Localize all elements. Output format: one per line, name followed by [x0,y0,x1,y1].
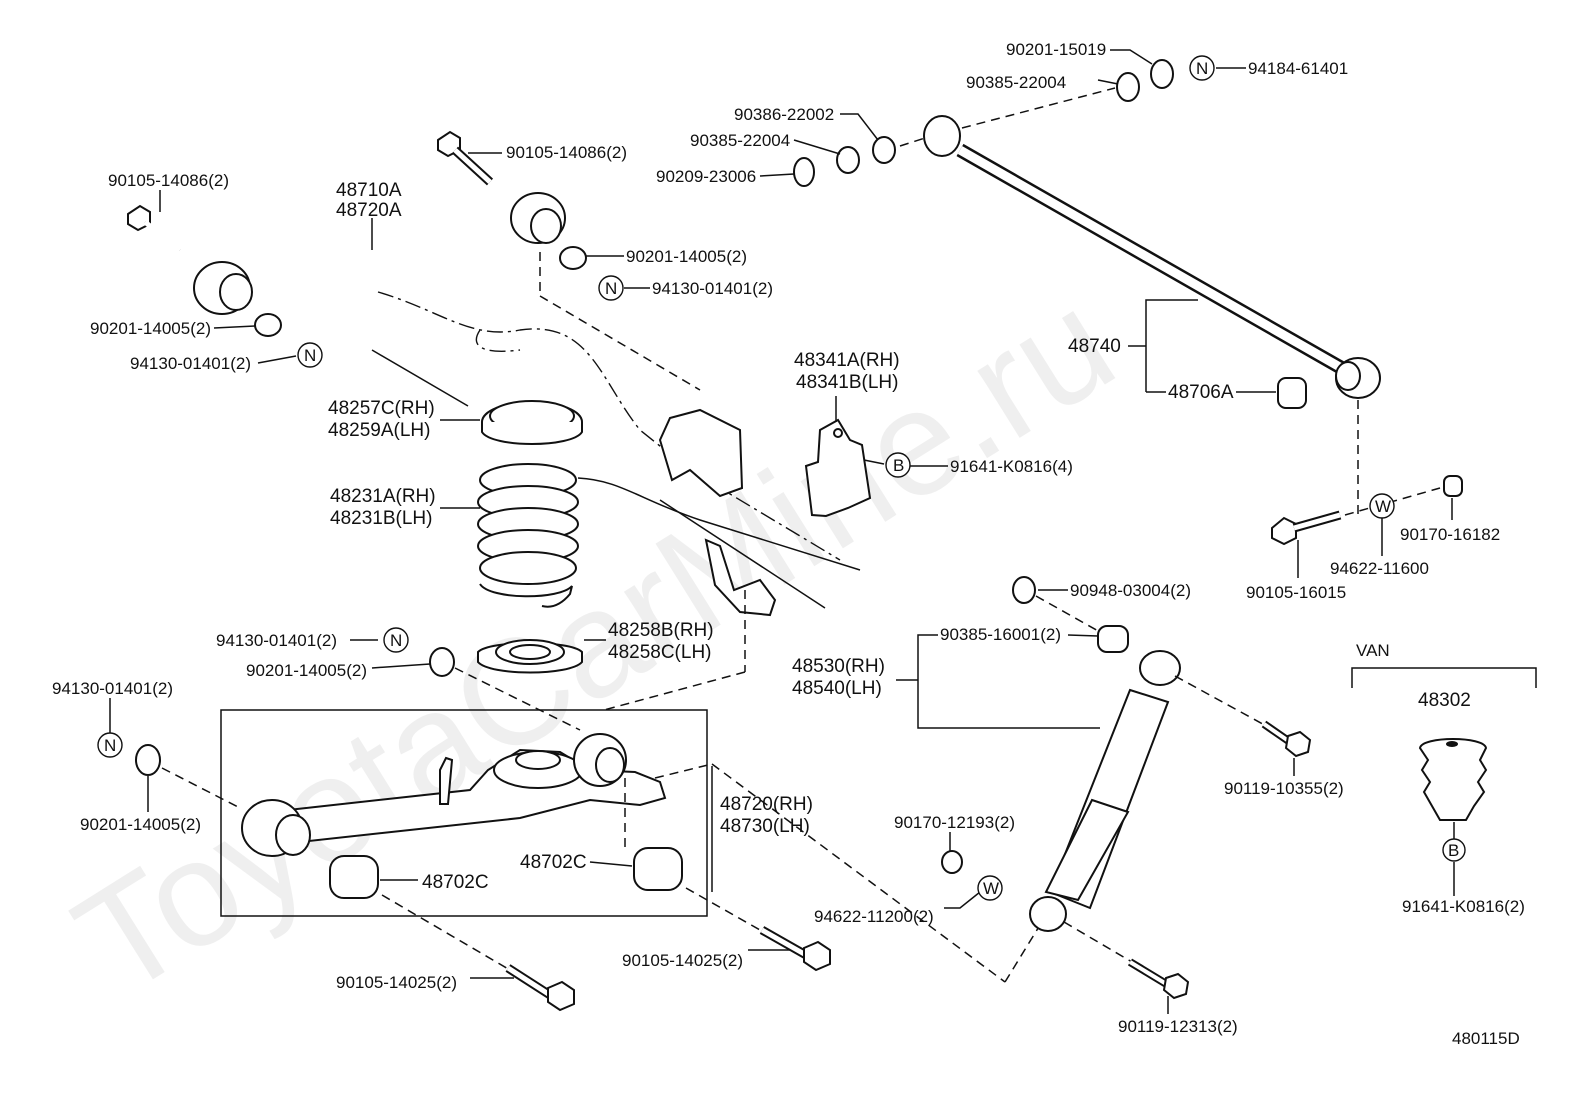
symbol-N-upper-right: N [605,279,617,298]
label-48702C-right: 48702C [520,852,587,873]
label-90385-22004-a: 90385-22004 [966,73,1066,92]
symbol-W-right: W [1375,497,1391,516]
leader-lines [109,49,1453,1014]
bolt-upper-left [127,204,182,252]
label-94622-11200: 94622-11200(2) [814,907,934,926]
bushing-90385-16001 [1097,625,1129,653]
bolt-90119-12313 [1127,958,1190,1000]
label-48302: 48302 [1418,690,1471,711]
washer-90948-03004 [1012,576,1036,604]
label-48259A: 48259A(LH) [328,420,430,441]
bolt-upper-right [437,130,494,186]
label-91641-K0816-2: 91641-K0816(2) [1402,897,1525,916]
label-90105-14025-right: 90105-14025(2) [622,951,743,970]
upper-spring-insulator [481,400,583,445]
label-94622-11600: 94622-11600 [1330,559,1429,578]
label-90201-14005-left: 90201-14005(2) [90,319,211,338]
coil-spring [477,463,579,608]
washer-lower-left [135,744,161,776]
lower-arm-frame [220,709,708,917]
label-90386-22002: 90386-22002 [734,105,834,124]
label-94130-01401-left: 94130-01401(2) [130,354,251,373]
bushing-90385-22004 [1116,72,1140,102]
bushing-48706A [1277,377,1307,409]
label-90119-12313: 90119-12313(2) [1118,1017,1238,1036]
label-48702C-left: 48702C [422,872,489,893]
bolt-90105-16015 [1271,510,1342,546]
label-48710A: 48710A [336,180,402,201]
diagram-code: 480115D [1452,1029,1520,1048]
label-94130-01401-lower-left: 94130-01401(2) [52,679,173,698]
label-48231B: 48231B(LH) [330,508,432,529]
label-48740: 48740 [1068,336,1121,357]
symbol-N-mid: N [390,631,402,650]
label-90948-03004: 90948-03004(2) [1070,581,1191,600]
label-91641-K0816-4: 91641-K0816(4) [950,457,1073,476]
label-90201-14005-right: 90201-14005(2) [626,247,747,266]
symbol-B-van: B [1448,841,1459,860]
label-90105-14086-top: 90105-14086(2) [506,143,627,162]
washer-upper-left [254,313,282,337]
label-48231A: 48231A(RH) [330,486,436,507]
label-90385-16001: 90385-16001(2) [940,625,1061,644]
lateral-control-rod [923,115,1381,399]
label-90105-14086-left: 90105-14086(2) [108,171,229,190]
label-90385-22004-b: 90385-22004 [690,131,790,150]
label-90201-14005-lower-left: 90201-14005(2) [80,815,201,834]
symbol-N-lower-left: N [104,736,116,755]
washer-upper-right [559,246,587,270]
label-90119-10355: 90119-10355(2) [1224,779,1344,798]
label-48706A: 48706A [1168,382,1234,403]
van-title: VAN [1356,641,1390,660]
label-94130-01401-mid: 94130-01401(2) [216,631,337,650]
label-90105-16015: 90105-16015 [1246,583,1346,602]
label-90201-14005-mid: 90201-14005(2) [246,661,367,680]
symbol-W-lower: W [983,879,999,898]
label-90201-15019: 90201-15019 [1006,40,1106,59]
body-outline [371,291,861,609]
bushing-90385-22004-b [836,146,860,174]
label-48257C: 48257C(RH) [328,398,435,419]
bump-stopper-bracket [804,418,872,518]
label-48540: 48540(LH) [792,678,882,699]
bolt-90119-10355 [1261,720,1312,758]
label-94184-61401: 94184-61401 [1248,59,1348,78]
upper-control-arm [193,192,566,315]
label-48720RH: 48720(RH) [720,794,813,815]
part-labels: 90201-15019 90385-22004 94184-61401 9038… [52,40,1520,1048]
washer-lower-mid [429,647,455,677]
bushing-48702C-right [633,847,683,891]
bushing-48702C-left [329,855,379,899]
label-48341B: 48341B(LH) [796,372,898,393]
label-90209-23006: 90209-23006 [656,167,756,186]
washer-90201-15019 [1150,59,1174,89]
label-90105-14025-left: 90105-14025(2) [336,973,457,992]
axle-bracket [658,408,777,617]
symbol-N-top: N [1196,59,1208,78]
symbol-B-bracket: B [893,456,904,475]
bolt-90105-14025-left [505,964,575,1012]
van-group: VAN 48302 B 91641-K0816(2) [1351,641,1537,916]
bolt-90105-14025-right [759,926,831,972]
washer-90209-23006 [793,157,815,187]
lower-control-arm [241,733,667,857]
nut-90170-12193 [941,850,963,874]
label-48258B: 48258B(RH) [608,620,714,641]
symbol-N-upper-left: N [304,346,316,365]
shock-absorber [1029,650,1181,932]
label-48720A: 48720A [336,200,402,221]
label-90170-12193: 90170-12193(2) [894,813,1015,832]
spacer-90170-16182 [1443,475,1463,497]
bump-stopper-48302 [1418,738,1488,821]
label-48530: 48530(RH) [792,656,885,677]
washer-90386-22002 [872,136,896,164]
label-48341A: 48341A(RH) [794,350,900,371]
label-48258C: 48258C(LH) [608,642,712,663]
label-94130-01401-right: 94130-01401(2) [652,279,773,298]
lower-spring-insulator [477,639,583,674]
label-90170-16182: 90170-16182 [1400,525,1500,544]
label-48730LH: 48730(LH) [720,816,810,837]
symbol-circles: N N N B W N N W [97,55,1395,901]
